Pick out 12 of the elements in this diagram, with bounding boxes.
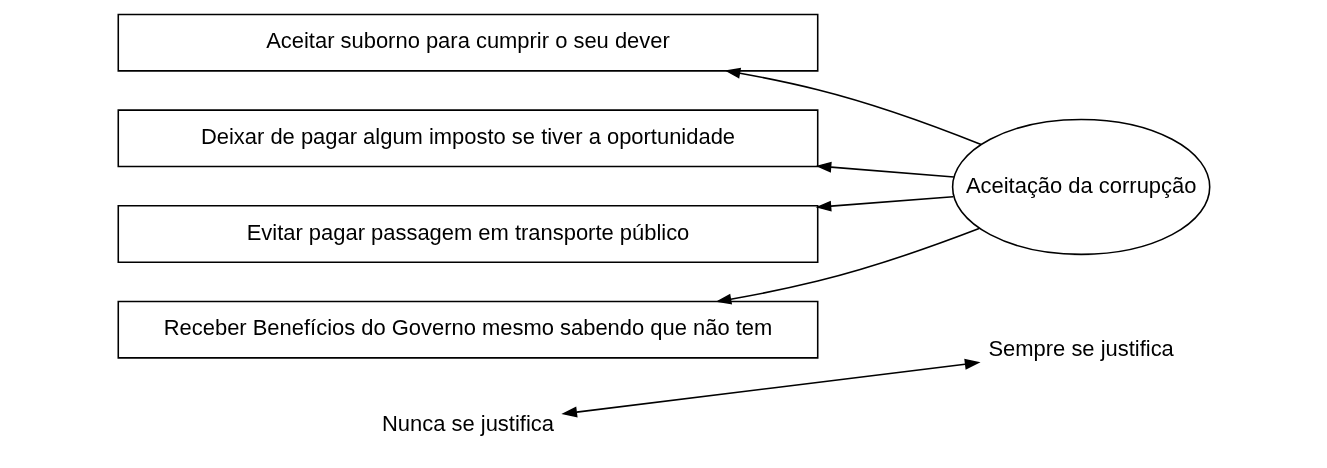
node-text: Nunca se justifica (381, 411, 554, 437)
node-box: Evitar pagar passagem em transporte público (117, 205, 818, 263)
arrow (815, 161, 955, 178)
arrow (560, 358, 981, 418)
node-box: Aceitar suborno para cumprir o seu dever (117, 13, 818, 72)
node-box: Receber Benefícios do Governo mesmo sabendo que não tem (117, 300, 818, 359)
arrow (715, 227, 980, 305)
arrow (724, 67, 982, 146)
node-box: Deixar de pagar algum imposto se tiver a oportunidade (117, 109, 818, 168)
node-ellipse: Aceitação da corrupção (951, 118, 1210, 256)
node-text: Sempre se justifica (988, 335, 1174, 361)
arrow (815, 195, 954, 212)
